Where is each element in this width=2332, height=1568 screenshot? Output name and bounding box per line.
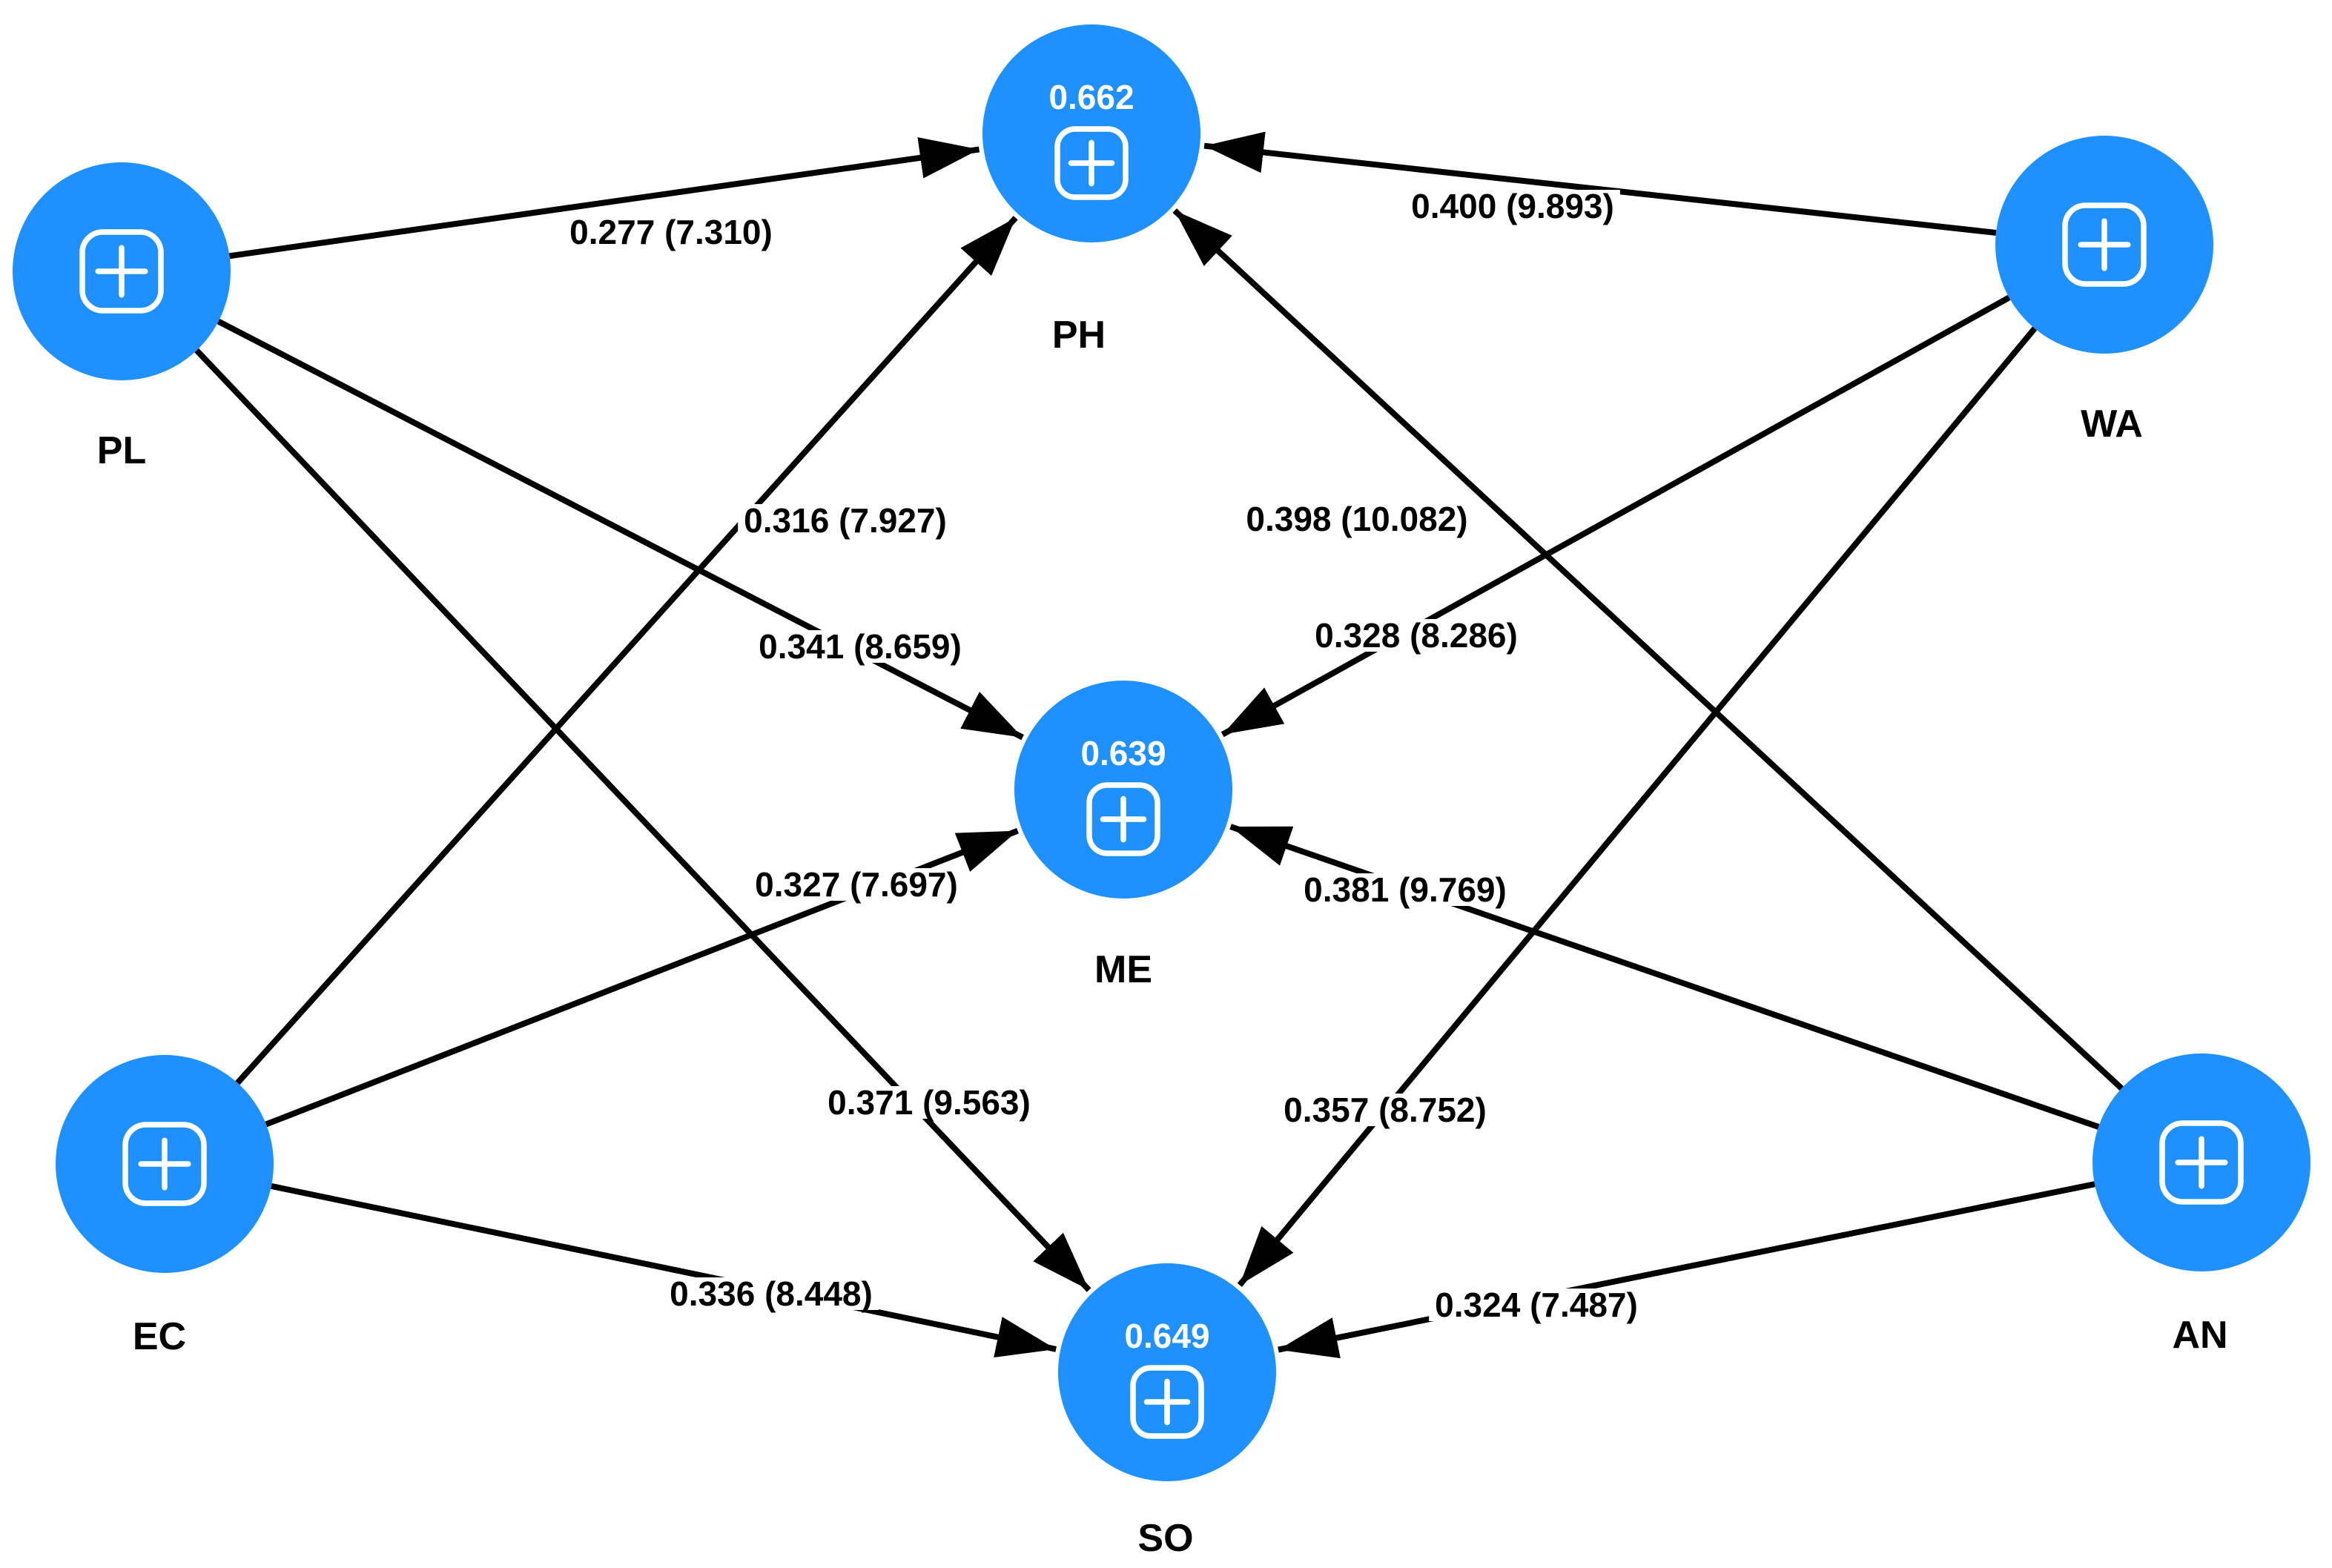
path-label-group-PL-SO: 0.371 (9.563): [822, 1083, 1037, 1122]
construct-label-WA: WA: [2081, 403, 2143, 446]
plus-icon-frame: [1130, 1365, 1204, 1439]
path-label-background: [1405, 190, 1620, 222]
path-coefficient-label-WA-ME: 0.328 (8.286): [1315, 616, 1518, 655]
r-squared-value-SO: 0.649: [1124, 1317, 1209, 1355]
path-coefficient-label-EC-PH: 0.316 (7.927): [744, 501, 947, 540]
construct-ellipse-ME[interactable]: [1014, 681, 1232, 899]
plus-icon-frame: [79, 229, 164, 314]
path-label-group-EC-PH: 0.316 (7.927): [738, 501, 953, 540]
path-label-background: [738, 504, 953, 537]
path-label-group-EC-SO: 0.336 (8.448): [664, 1274, 879, 1313]
path-label-group-AN-SO: 0.324 (7.487): [1429, 1286, 1644, 1324]
path-coefficient-label-PL-ME: 0.341 (8.659): [759, 627, 962, 666]
plus-in-rounded-square-icon[interactable]: [79, 229, 164, 314]
path-coefficient-label-AN-PH: 0.398 (10.082): [1246, 500, 1467, 538]
construct-label-AN: AN: [2172, 1314, 2227, 1357]
plus-in-rounded-square-icon[interactable]: [2159, 1120, 2244, 1205]
path-coefficient-label-AN-SO: 0.324 (7.487): [1435, 1286, 1638, 1324]
plus-icon-frame: [1086, 782, 1160, 856]
path-coefficient-label-WA-SO: 0.357 (8.752): [1284, 1091, 1487, 1129]
path-label-group-WA-PH: 0.400 (9.893): [1405, 187, 1620, 225]
plus-in-rounded-square-icon[interactable]: [2062, 202, 2147, 287]
plus-icon-frame: [2062, 202, 2147, 287]
r-squared-value-PH: 0.662: [1048, 78, 1134, 116]
path-label-background: [753, 630, 968, 663]
path-arrow-PL-PH[interactable]: [228, 137, 980, 259]
path-label-background: [1429, 1289, 1644, 1321]
path-label-background: [749, 868, 964, 901]
plus-icon-frame: [2159, 1120, 2244, 1205]
path-label-group-WA-SO: 0.357 (8.752): [1278, 1091, 1493, 1129]
path-label-background: [1309, 619, 1524, 652]
path-coefficient-label-WA-PH: 0.400 (9.893): [1411, 187, 1614, 225]
construct-EC: EC: [56, 1055, 274, 1358]
path-label-background: [664, 1277, 879, 1310]
path-arrow-AN-SO[interactable]: [1278, 1181, 2095, 1359]
construct-label-PL: PL: [97, 429, 146, 472]
path-label-background: [822, 1086, 1037, 1119]
construct-PL: PL: [13, 162, 231, 472]
path-arrow-PL-ME[interactable]: [217, 318, 1024, 741]
path-arrow-PL-SO[interactable]: [194, 348, 1091, 1292]
construct-ellipse-PH[interactable]: [982, 24, 1200, 242]
path-coefficient-label-EC-ME: 0.327 (7.697): [755, 865, 958, 904]
path-label-background: [1240, 503, 1474, 535]
path-label-background: [564, 216, 779, 248]
path-label-group-EC-ME: 0.327 (7.697): [749, 865, 964, 904]
path-label-group-PL-PH: 0.277 (7.310): [564, 213, 779, 251]
path-label-group-AN-ME: 0.381 (9.769): [1298, 870, 1513, 909]
path-coefficient-label-EC-SO: 0.336 (8.448): [670, 1274, 873, 1313]
path-arrow-EC-PH[interactable]: [235, 216, 1018, 1085]
construct-AN: AN: [2092, 1053, 2310, 1357]
plus-icon-frame: [1054, 126, 1129, 200]
r-squared-value-ME: 0.639: [1080, 734, 1166, 773]
path-coefficient-label-PL-PH: 0.277 (7.310): [569, 213, 773, 251]
construct-label-ME: ME: [1094, 948, 1152, 991]
plus-in-rounded-square-icon[interactable]: [1086, 782, 1160, 856]
path-coefficient-label-AN-ME: 0.381 (9.769): [1304, 870, 1507, 909]
plus-in-rounded-square-icon[interactable]: [1054, 126, 1129, 200]
path-arrow-WA-ME[interactable]: [1220, 294, 2011, 738]
path-arrow-WA-SO[interactable]: [1237, 326, 2038, 1287]
plus-icon-frame: [122, 1122, 207, 1206]
path-arrow-WA-PH[interactable]: [1203, 131, 1997, 236]
construct-label-PH: PH: [1052, 314, 1106, 357]
path-label-background: [1278, 1094, 1493, 1126]
path-label-group-AN-PH: 0.398 (10.082): [1240, 500, 1474, 538]
path-label-background: [1298, 873, 1513, 906]
construct-WA: WA: [1995, 136, 2213, 446]
path-label-group-PL-ME: 0.341 (8.659): [753, 627, 968, 666]
construct-label-EC: EC: [133, 1315, 186, 1358]
plus-in-rounded-square-icon[interactable]: [1130, 1365, 1204, 1439]
path-coefficient-label-PL-SO: 0.371 (9.563): [828, 1083, 1031, 1122]
plus-in-rounded-square-icon[interactable]: [122, 1122, 207, 1206]
path-arrow-AN-PH[interactable]: [1172, 208, 2124, 1091]
construct-label-SO: SO: [1137, 1517, 1193, 1560]
path-label-group-WA-ME: 0.328 (8.286): [1309, 616, 1524, 655]
path-arrow-EC-SO[interactable]: [271, 1182, 1057, 1358]
construct-ellipse-SO[interactable]: [1058, 1263, 1276, 1481]
